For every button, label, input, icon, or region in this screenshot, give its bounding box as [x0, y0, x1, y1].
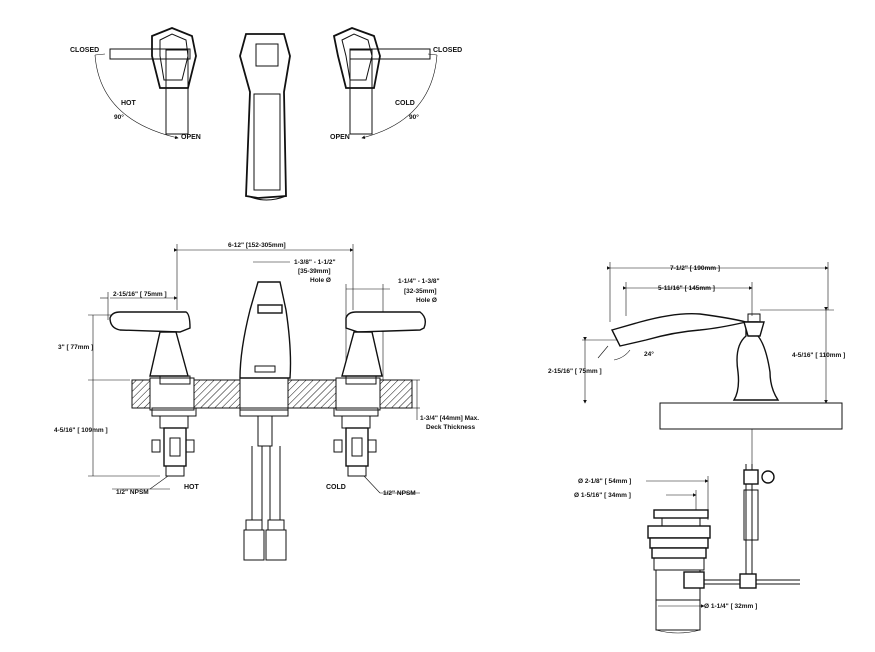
right-handle-top [332, 27, 438, 139]
npsm-right-label: 1/2" NPSM [383, 490, 416, 497]
cold-label-top: COLD [395, 100, 415, 107]
spout-top [239, 33, 291, 201]
cold-valve-under-deck [333, 407, 379, 477]
spout-hole-dim-2: [35-39mm] [298, 268, 331, 275]
handle-reach-dim: 2-15/16" [ 75mm ] [113, 291, 167, 298]
hot-label-top: HOT [121, 100, 137, 107]
spout-shank [239, 407, 289, 561]
drain-outer-dia-dim: Ø 2-1/8" [ 54mm ] [578, 478, 631, 485]
spout-hole-dim-3: Hole Ø [310, 277, 331, 284]
npsm-left-label: 1/2" NPSM [116, 489, 149, 496]
side-deck [659, 402, 843, 430]
closed-label-left: CLOSED [70, 47, 99, 54]
cold-handle-front [341, 311, 427, 385]
spout-side-profile [610, 312, 780, 401]
drain-view: Ø 2-1/8" [ 54mm ] Ø 1-5/16" [ 34mm ] [574, 464, 800, 634]
open-label-left: OPEN [181, 134, 201, 141]
closed-label-right: CLOSED [433, 47, 462, 54]
cold-label-front: COLD [326, 484, 346, 491]
spout-reach-dim: 5-11/16" [ 145mm ] [658, 285, 715, 292]
overall-length-dim: 7-1/2" [ 190mm ] [670, 265, 720, 272]
spout-front [239, 281, 292, 379]
aerator-height-dim: 2-15/16" [ 75mm ] [548, 368, 602, 375]
open-label-right: OPEN [330, 134, 350, 141]
spout-hole-dim-1: 1-3/8" - 1-1/2" [294, 259, 336, 266]
top-view: CLOSED HOT 90° OPEN CLOSED COLD 90° OPEN [70, 27, 462, 201]
handle-height-dim: 3" [ 77mm ] [58, 344, 93, 351]
valve-hole-dim-3: Hole Ø [416, 297, 437, 304]
deck-thickness-dim-1: 1-3/4" [44mm] Max. [420, 415, 479, 422]
hot-label-front: HOT [184, 484, 200, 491]
valve-hole-dim-1: 1-1/4" - 1-3/8" [398, 278, 440, 285]
valve-hole-dim-2: [32-35mm] [404, 288, 437, 295]
lift-rod [743, 464, 775, 574]
drain-inner-dia-dim: Ø 1-5/16" [ 34mm ] [574, 492, 631, 499]
angle-label-left: 90° [114, 113, 124, 121]
hot-handle-front [109, 311, 191, 385]
drain-tail-dia-dim: Ø 1-1/4" [ 32mm ] [704, 603, 757, 610]
deck-thickness-dim-2: Deck Thickness [426, 424, 476, 431]
angle-label-right: 90° [409, 113, 419, 121]
below-deck-dim: 4-5/16" [ 109mm ] [54, 427, 108, 434]
spread-dimension: 6-12" [152-305mm] [228, 242, 286, 249]
side-view: 7-1/2" [ 190mm ] 5-11/16" [ 145mm ] 4-5/… [548, 262, 845, 470]
left-handle-top [94, 27, 197, 140]
drain-assembly [647, 509, 800, 634]
hot-valve-under-deck [151, 407, 197, 477]
side-height-dim: 4-5/16" [ 110mm ] [792, 352, 845, 359]
spout-angle-label: 24° [644, 350, 654, 358]
front-view: 6-12" [152-305mm] 1-3/8" - 1-1/2" [35-39… [54, 242, 479, 561]
